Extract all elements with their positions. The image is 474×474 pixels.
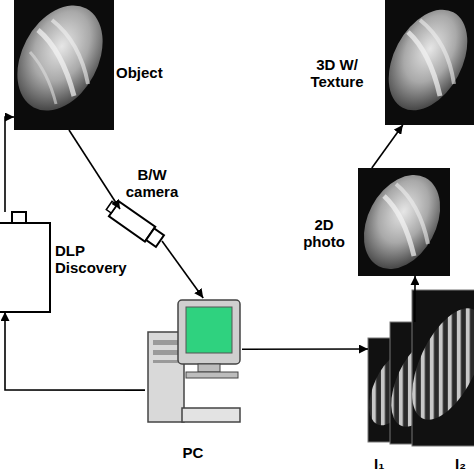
node-label: I₁	[374, 455, 404, 472]
3d-photo	[373, 0, 474, 125]
connector-arrow	[5, 117, 14, 212]
diagram-node: B/W camera	[108, 205, 168, 245]
connector-arrow	[372, 125, 403, 168]
node-label: I₂	[455, 455, 474, 472]
object-photo	[0, 0, 120, 130]
diagram-node: DLP Discovery	[0, 212, 50, 312]
camera-symbol	[104, 198, 165, 248]
connector-arrow	[242, 348, 368, 350]
node-label: DLP Discovery	[55, 242, 135, 276]
diagram-node: I₂	[390, 322, 452, 444]
connector-arrow	[5, 312, 145, 390]
diagram-node: Object	[14, 0, 114, 130]
diagram-node: I₁	[368, 338, 420, 442]
projector-symbol	[0, 212, 50, 312]
fringe-frames	[359, 290, 474, 446]
node-label: 2D photo	[292, 216, 356, 250]
diagram-node: 3D W/ Texture	[385, 0, 474, 125]
2d-photo	[349, 162, 456, 282]
node-label: B/W camera	[114, 166, 190, 200]
diagram-node: PC	[145, 298, 242, 426]
node-label: 3D W/ Texture	[298, 56, 376, 90]
connector-arrow	[162, 241, 203, 298]
connector-arrow	[414, 276, 416, 322]
pc-symbol	[148, 300, 240, 422]
connector-arrow	[69, 130, 120, 209]
diagram-node: 2D photo	[358, 168, 450, 276]
node-label: Object	[116, 64, 186, 81]
node-label: PC	[168, 444, 218, 461]
